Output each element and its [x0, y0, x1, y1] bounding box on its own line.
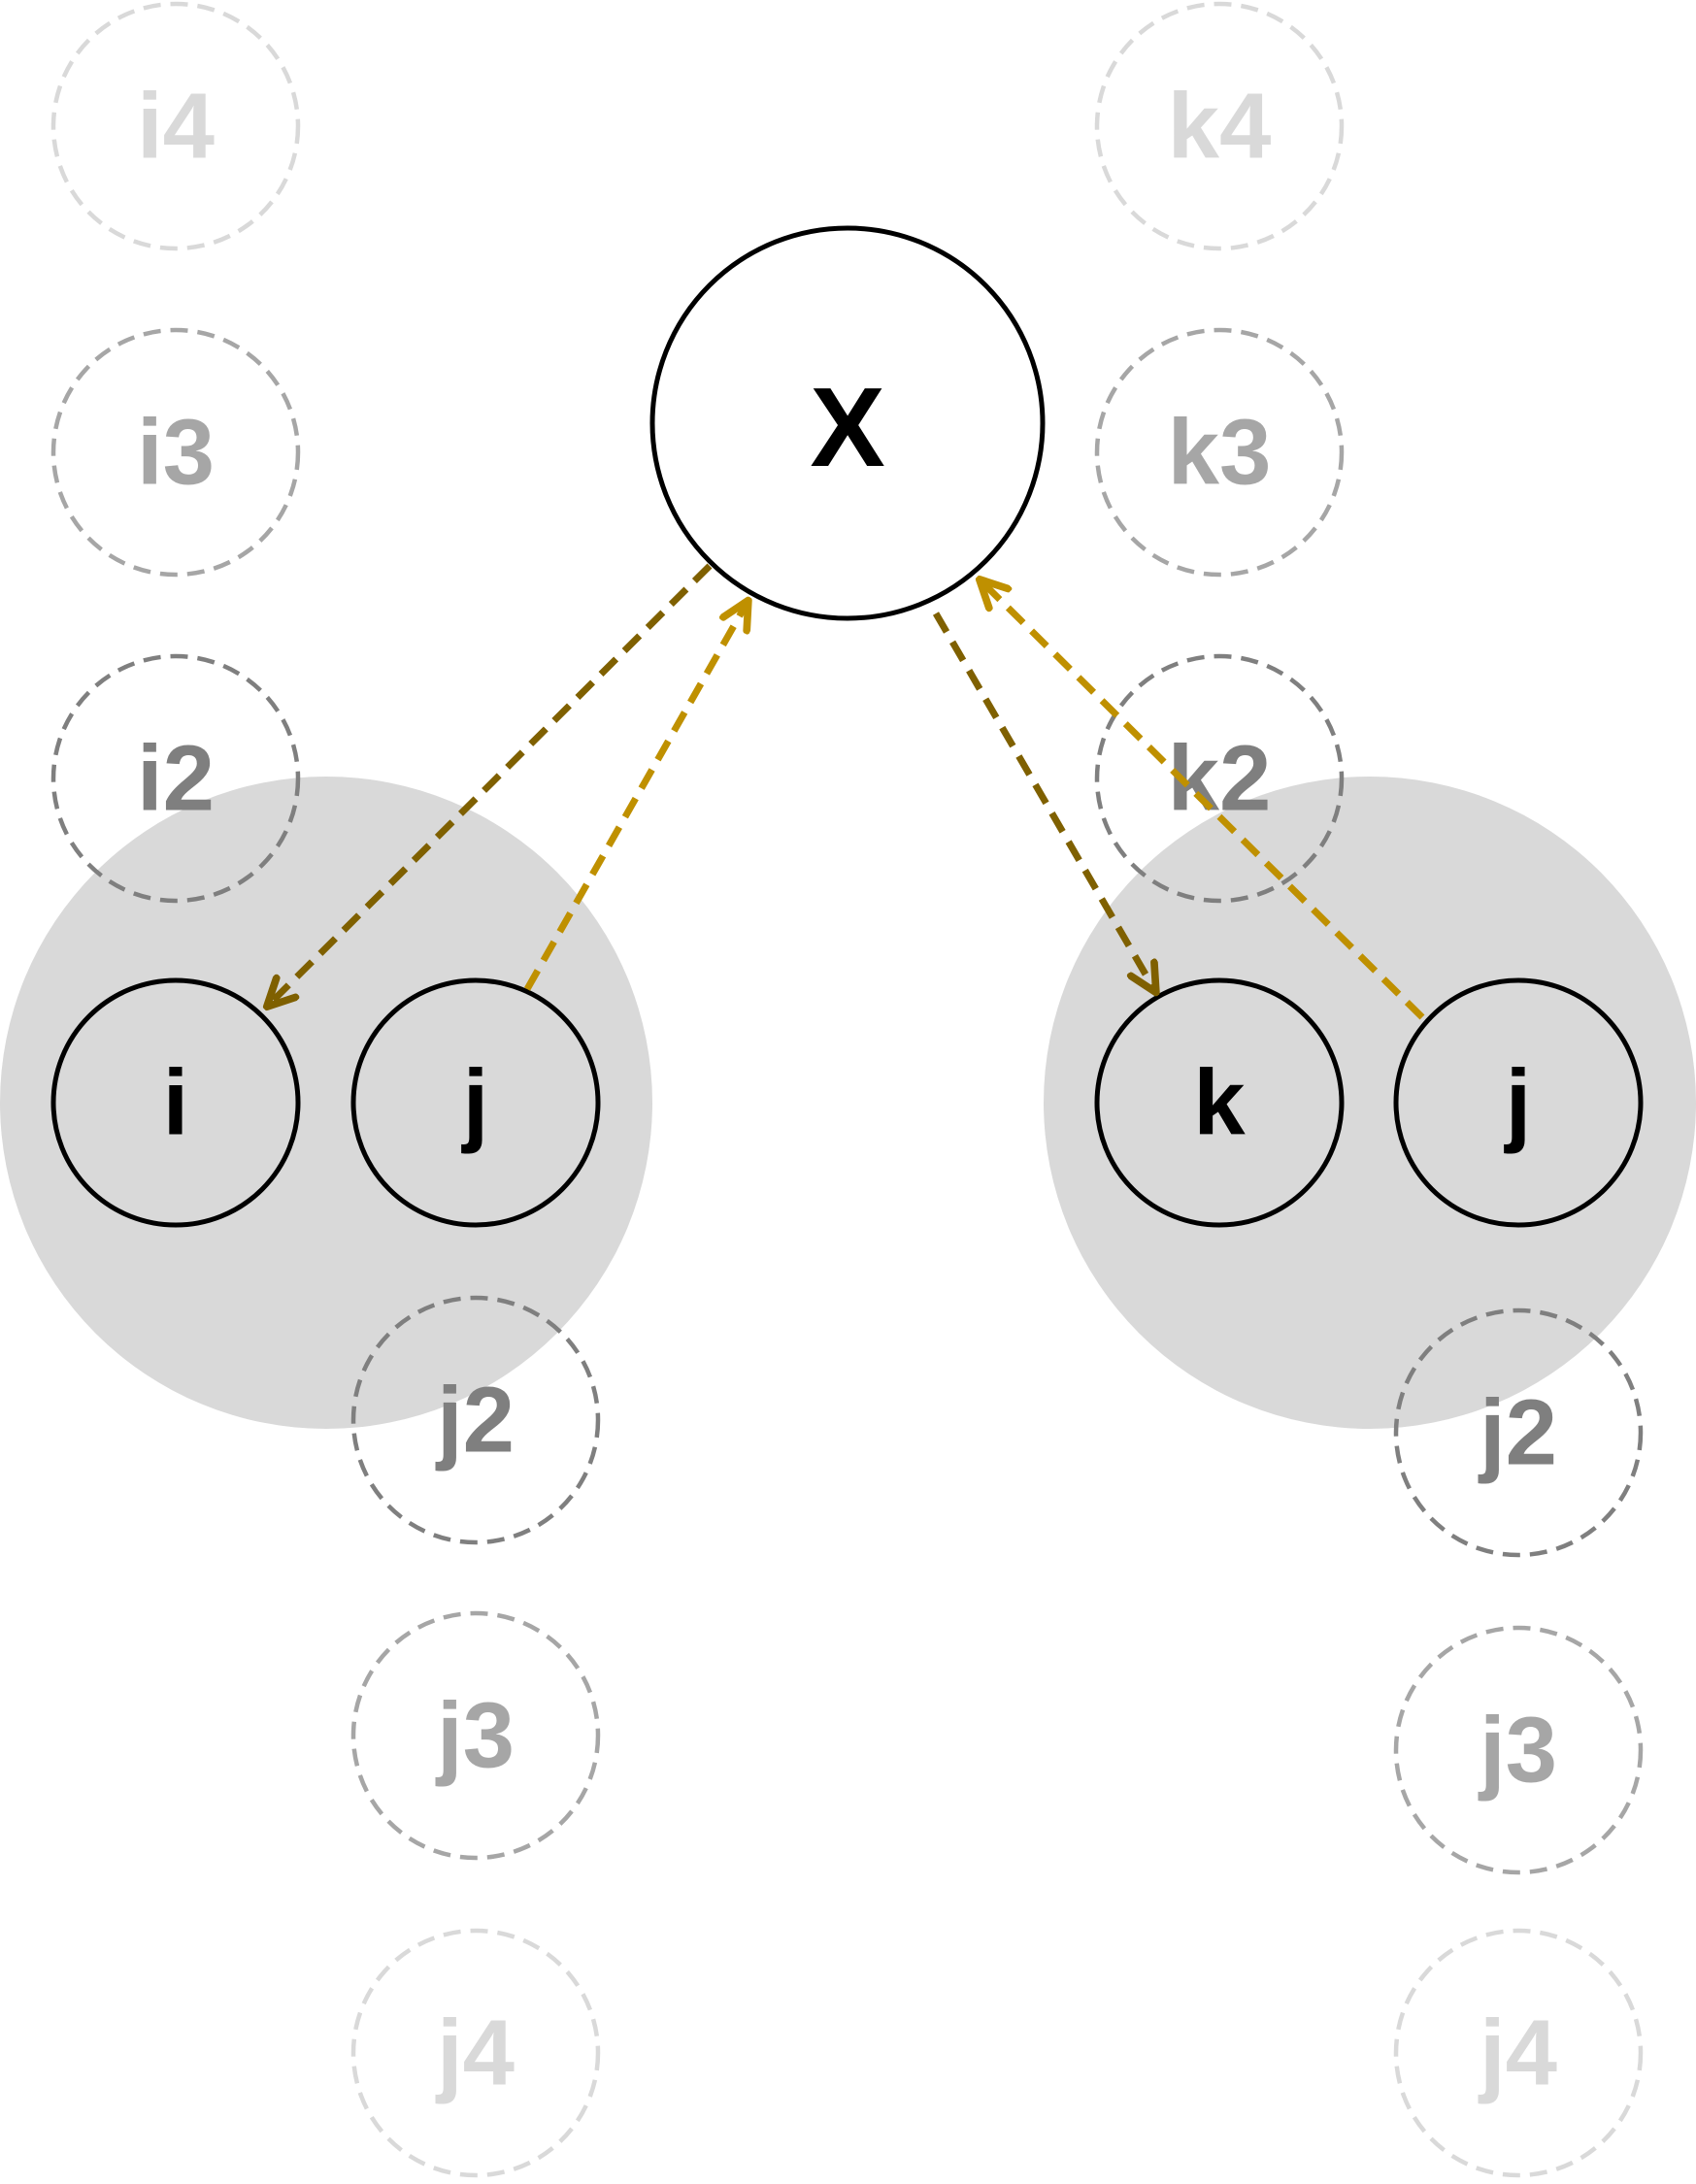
arrow-left-j-to-x [523, 602, 748, 991]
ghost-node-left-j2: j2 [350, 1295, 601, 1545]
ghost-node-label: j4 [435, 2002, 515, 2105]
ghost-node-label: j2 [435, 1369, 515, 1473]
ghost-node-label: j2 [1478, 1381, 1557, 1485]
node-right-j: j [1393, 977, 1644, 1228]
ghost-node-label: j4 [1478, 2002, 1557, 2105]
node-label: X [810, 364, 884, 490]
ghost-node-left-j4: j4 [350, 1928, 601, 2178]
ghost-node-left-j3: j3 [350, 1610, 601, 1861]
ghost-node-i2: i2 [50, 653, 301, 904]
ghost-node-label: k4 [1168, 75, 1272, 179]
node-left-i: i [50, 977, 301, 1228]
ghost-node-k3: k3 [1094, 327, 1345, 578]
ghost-node-i4: i4 [50, 1, 301, 251]
node-center-x: X [649, 225, 1046, 621]
node-left-j: j [350, 977, 601, 1228]
left-group-region [0, 777, 652, 1429]
ghost-node-label: i3 [137, 401, 215, 505]
ghost-node-right-j4: j4 [1393, 1928, 1644, 2178]
node-label: i [163, 1051, 189, 1155]
node-label: j [461, 1051, 489, 1155]
right-group-region [1044, 777, 1696, 1429]
node-label: j [1504, 1051, 1532, 1155]
ghost-node-label: j3 [435, 1684, 515, 1788]
ghost-node-k4: k4 [1094, 1, 1345, 251]
node-label: k [1193, 1051, 1246, 1155]
ghost-node-label: k3 [1168, 401, 1272, 505]
arrow-right-j-to-x [981, 580, 1425, 1020]
ghost-node-label: i2 [137, 727, 215, 831]
ghost-node-right-j2: j2 [1393, 1307, 1644, 1558]
arrow-x-to-i [268, 563, 713, 1006]
ghost-node-i3: i3 [50, 327, 301, 578]
ghost-node-label: j3 [1478, 1699, 1557, 1803]
node-right-k: k [1094, 977, 1345, 1228]
arrow-x-to-k [932, 612, 1155, 991]
ghost-node-right-j3: j3 [1393, 1625, 1644, 1875]
ghost-node-label: i4 [137, 75, 215, 179]
